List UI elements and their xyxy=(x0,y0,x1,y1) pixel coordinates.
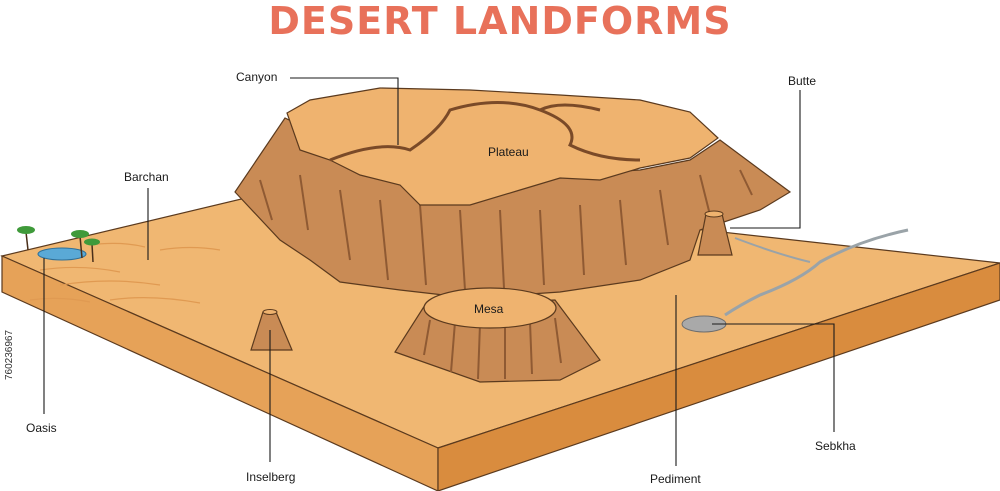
stock-id: 760236967 xyxy=(4,329,15,380)
page-title: DESERT LANDFORMS xyxy=(268,0,732,43)
label-sebkha: Sebkha xyxy=(815,439,856,453)
label-pediment: Pediment xyxy=(650,472,701,486)
ground-right-side xyxy=(437,262,1000,491)
sebkha-leader xyxy=(712,323,835,432)
plateau xyxy=(234,87,792,299)
leader-lines xyxy=(43,77,835,466)
river-edge xyxy=(734,237,811,263)
oasis-water xyxy=(37,247,87,261)
butte-top xyxy=(704,210,724,218)
label-mesa: Mesa xyxy=(474,302,504,316)
inselberg xyxy=(250,309,293,351)
plateau-top xyxy=(286,87,719,206)
mesa-top xyxy=(423,287,557,329)
canyon-leader xyxy=(290,77,399,145)
label-oasis: Oasis xyxy=(26,421,57,435)
label-canyon: Canyon xyxy=(236,70,278,84)
inselberg-top xyxy=(262,309,278,315)
label-barchan: Barchan xyxy=(124,170,169,184)
river xyxy=(724,228,909,317)
plateau-cliff-shading xyxy=(259,169,753,291)
mesa xyxy=(394,287,601,383)
oasis xyxy=(17,226,100,263)
mesa-cliff-shading xyxy=(423,317,562,380)
canyon-cracks xyxy=(329,101,641,162)
dune-ripples xyxy=(29,242,221,304)
butte-leader xyxy=(730,90,801,229)
label-butte: Butte xyxy=(788,74,817,88)
label-inselberg: Inselberg xyxy=(246,470,296,484)
label-plateau: Plateau xyxy=(488,145,529,159)
butte xyxy=(697,210,733,256)
palm-tree-icon xyxy=(25,231,94,263)
ground-left-side xyxy=(1,255,439,491)
palm-leaves-icon xyxy=(17,226,100,246)
